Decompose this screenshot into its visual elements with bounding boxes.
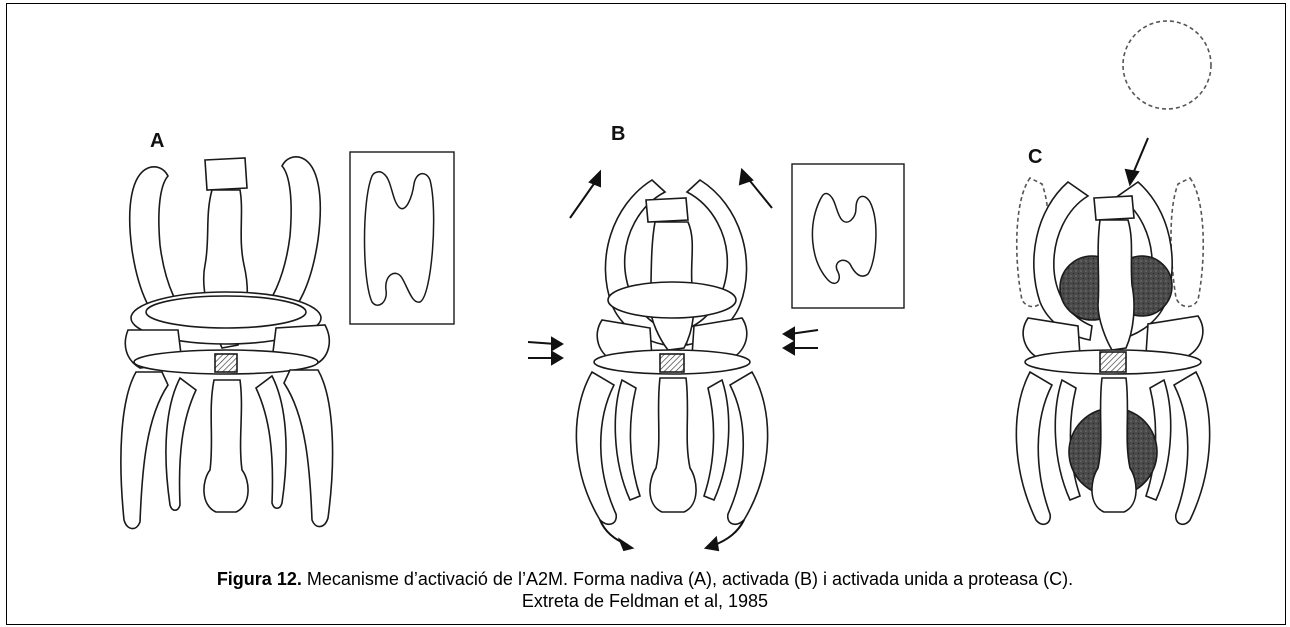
lower-left-arm [121,372,168,529]
panel-a-letter: A [150,130,164,152]
protease-circle [1123,21,1211,109]
inset-a [350,152,454,324]
caption-line-1: Figura 12. Mecanisme d’activació de l’A2… [0,568,1290,590]
figure-caption: Figura 12. Mecanisme d’activació de l’A2… [0,568,1290,612]
top-block [205,158,247,190]
a2m-diagram: A B [0,0,1290,560]
inset-b [792,164,904,308]
caption-label: Figura 12. [217,569,302,589]
lower-right-arm [284,370,333,527]
caption-text: Mecanisme d’activació de l’A2M. Forma na… [302,569,1073,589]
panel-c: C [1016,21,1211,524]
panel-a: A [121,130,454,529]
panel-c-letter: C [1028,146,1042,168]
panel-b-letter: B [611,123,625,145]
panel-b: B [528,123,904,550]
caption-line-2: Extreta de Feldman et al, 1985 [0,590,1290,612]
